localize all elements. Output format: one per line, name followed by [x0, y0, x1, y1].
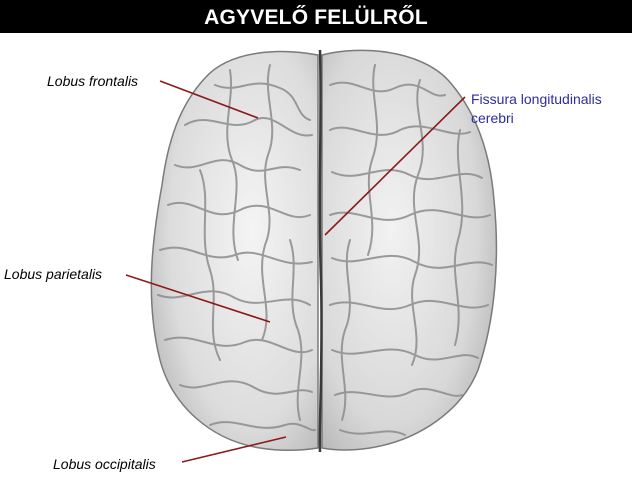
label-fissura-longitudinalis: Fissura longitudinalis cerebri — [471, 90, 602, 128]
label-fissura-line2: cerebri — [471, 110, 514, 126]
leader-lines — [125, 80, 466, 463]
label-lobus-frontalis: Lobus frontalis — [47, 73, 139, 89]
title-bar — [0, 0, 632, 33]
occipitalis-leader — [181, 436, 287, 463]
page-title: AGYVELŐ FELÜLRŐL — [204, 6, 428, 29]
right-hemisphere — [321, 49, 498, 451]
parietalis-leader — [125, 274, 271, 323]
label-lobus-parietalis: Lobus parietalis — [4, 266, 103, 282]
label-fissura-line1: Fissura longitudinalis — [471, 91, 602, 107]
sulci — [157, 64, 493, 436]
frontalis-leader — [159, 80, 259, 119]
fissura-leader — [324, 96, 466, 236]
longitudinal-fissure — [318, 49, 323, 453]
label-lobus-occipitalis: Lobus occipitalis — [53, 456, 156, 472]
